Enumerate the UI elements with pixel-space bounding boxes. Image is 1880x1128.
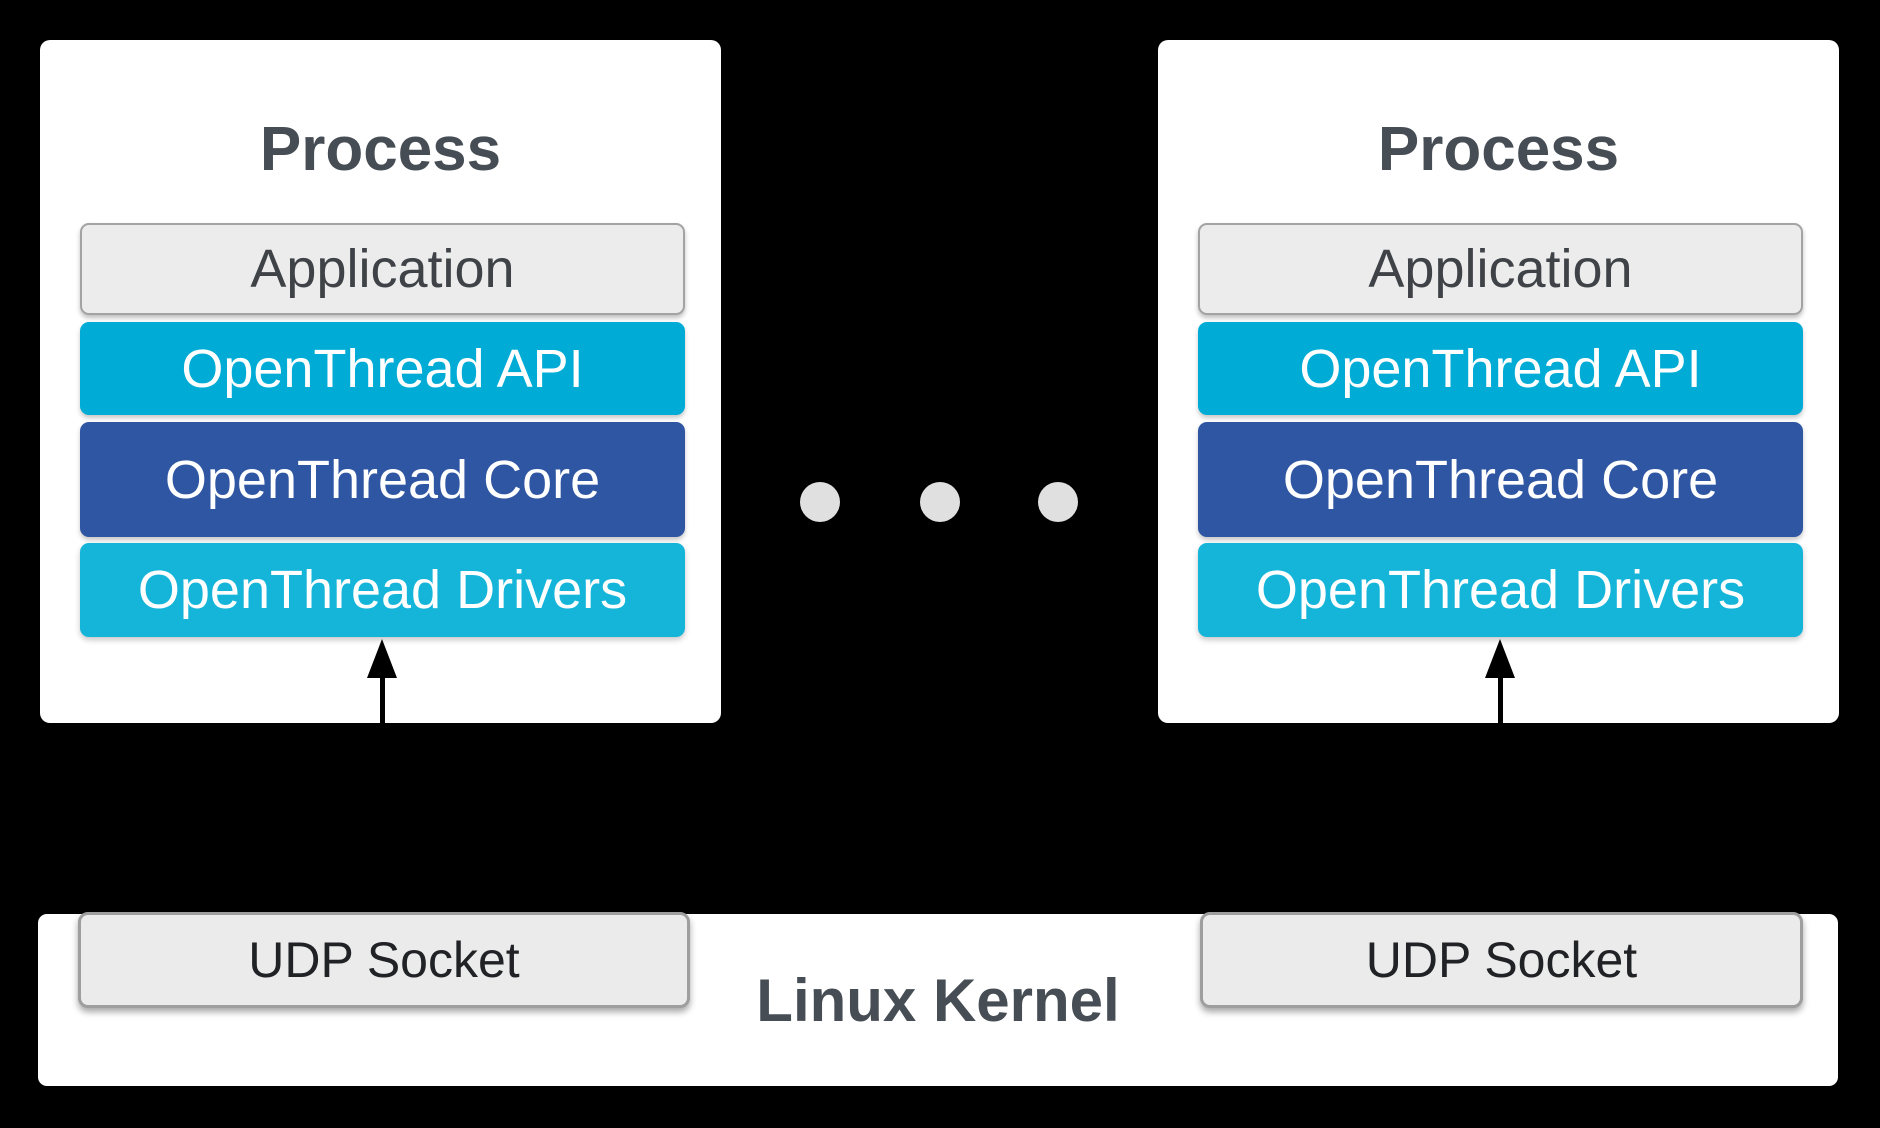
layer-application: Application	[1198, 223, 1803, 315]
layer-openthread-core: OpenThread Core	[1198, 422, 1803, 537]
udp-socket-left: UDP Socket	[78, 912, 690, 1008]
linux-kernel-label: Linux Kernel	[756, 966, 1120, 1034]
process-box-left: Process Application OpenThread API OpenT…	[40, 40, 721, 723]
ellipsis-dot	[800, 482, 840, 522]
layer-openthread-api: OpenThread API	[80, 322, 685, 415]
up-arrow-icon	[367, 639, 397, 723]
ellipsis-dot	[1038, 482, 1078, 522]
process-title: Process	[259, 115, 502, 184]
arrow-shaft	[380, 674, 385, 723]
udp-socket-right: UDP Socket	[1200, 912, 1803, 1008]
up-arrow-icon	[1485, 639, 1515, 723]
arrowhead-icon	[367, 639, 397, 678]
ellipsis-dot	[920, 482, 960, 522]
layer-openthread-core: OpenThread Core	[80, 422, 685, 537]
layer-openthread-drivers: OpenThread Drivers	[80, 543, 685, 637]
layer-application: Application	[80, 223, 685, 315]
layer-openthread-drivers: OpenThread Drivers	[1198, 543, 1803, 637]
arrow-shaft	[1498, 674, 1503, 723]
process-title: Process	[1377, 115, 1620, 184]
layer-openthread-api: OpenThread API	[1198, 322, 1803, 415]
arrowhead-icon	[1485, 639, 1515, 678]
linux-kernel-bar: Linux Kernel UDP Socket UDP Socket	[38, 912, 1838, 1086]
process-box-right: Process Application OpenThread API OpenT…	[1158, 40, 1839, 723]
